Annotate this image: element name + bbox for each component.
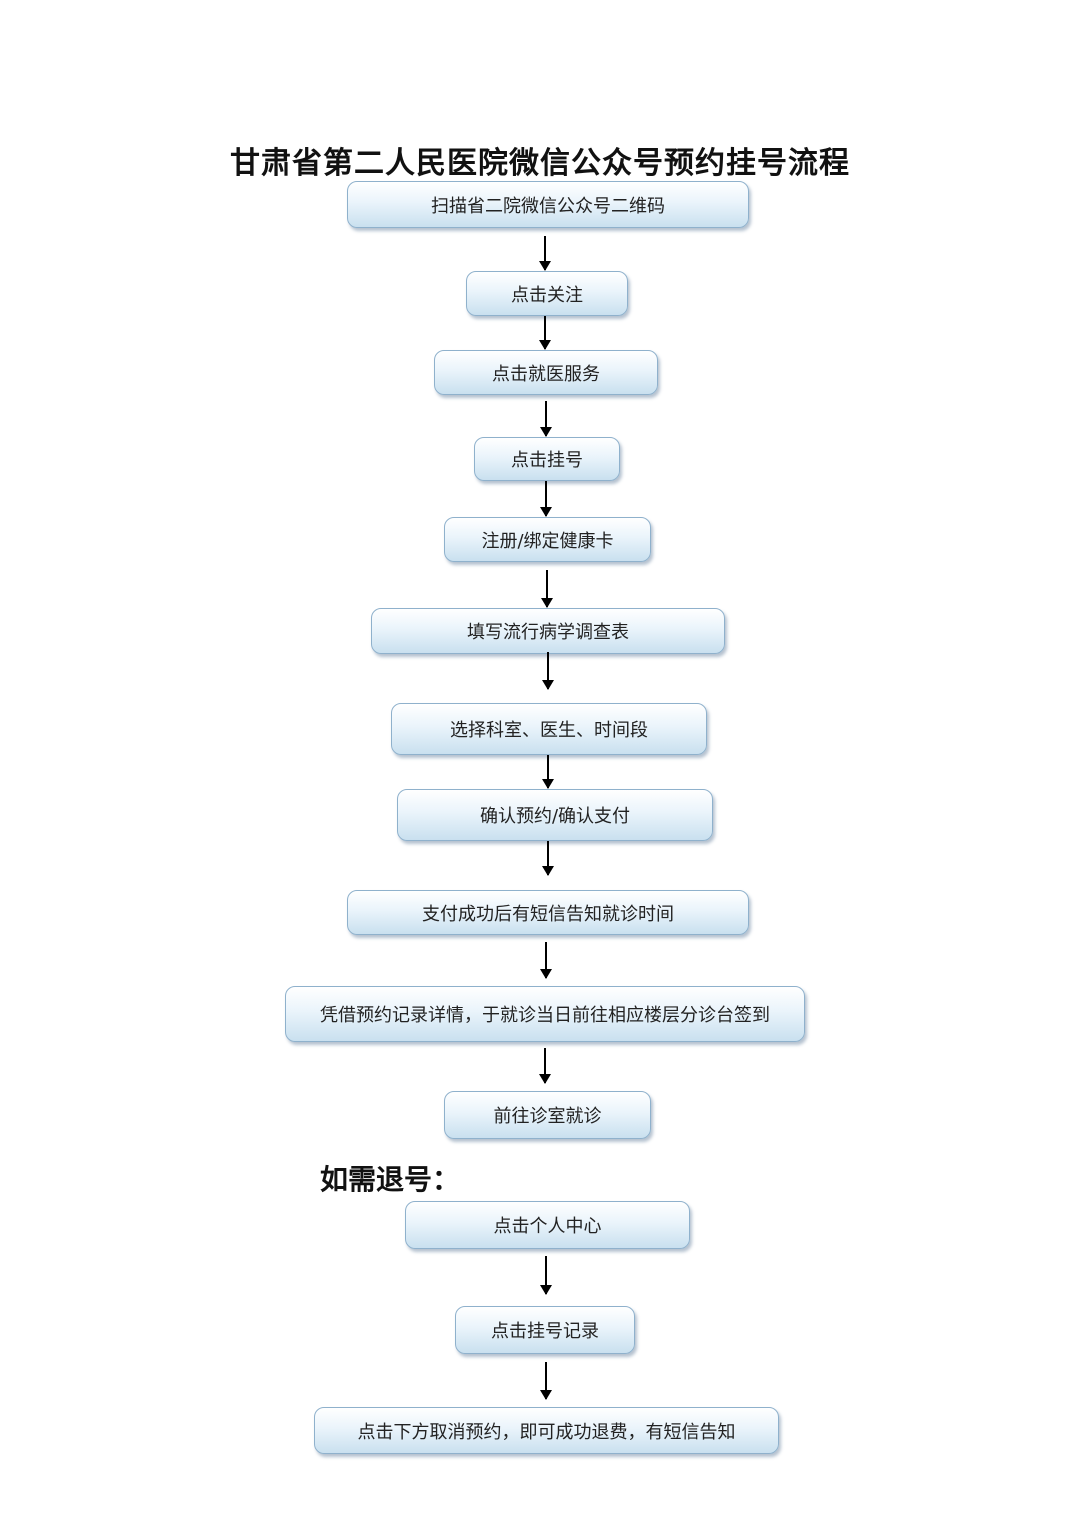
flow-arrow <box>540 1362 552 1400</box>
refund-step-box: 点击挂号记录 <box>455 1306 635 1354</box>
flow-arrow <box>542 652 554 690</box>
flow-arrow <box>539 316 551 350</box>
flow-arrow <box>542 755 554 789</box>
step-box: 前往诊室就诊 <box>444 1091 651 1139</box>
flow-arrow <box>540 1256 552 1295</box>
flow-arrow <box>539 1048 551 1084</box>
step-box: 支付成功后有短信告知就诊时间 <box>347 890 749 935</box>
step-box: 确认预约/确认支付 <box>397 789 713 841</box>
step-box: 填写流行病学调查表 <box>371 608 725 654</box>
step-box: 点击关注 <box>466 271 628 316</box>
step-box: 点击就医服务 <box>434 350 658 395</box>
step-box: 选择科室、医生、时间段 <box>391 703 707 755</box>
step-box: 点击挂号 <box>474 437 620 481</box>
refund-step-box: 点击个人中心 <box>405 1201 690 1249</box>
flow-arrow <box>541 570 553 608</box>
flow-arrow <box>542 841 554 876</box>
flow-arrow <box>540 481 552 517</box>
refund-step-box: 点击下方取消预约，即可成功退费，有短信告知 <box>314 1407 779 1454</box>
page-title: 甘肃省第二人民医院微信公众号预约挂号流程 <box>230 146 850 181</box>
step-box: 扫描省二院微信公众号二维码 <box>347 181 749 228</box>
step-box: 注册/绑定健康卡 <box>444 517 651 562</box>
step-box: 凭借预约记录详情，于就诊当日前往相应楼层分诊台签到 <box>285 986 805 1042</box>
flow-arrow <box>540 942 552 979</box>
flow-arrow <box>539 236 551 271</box>
flow-arrow <box>540 401 552 437</box>
refund-heading: 如需退号： <box>320 1163 461 1196</box>
